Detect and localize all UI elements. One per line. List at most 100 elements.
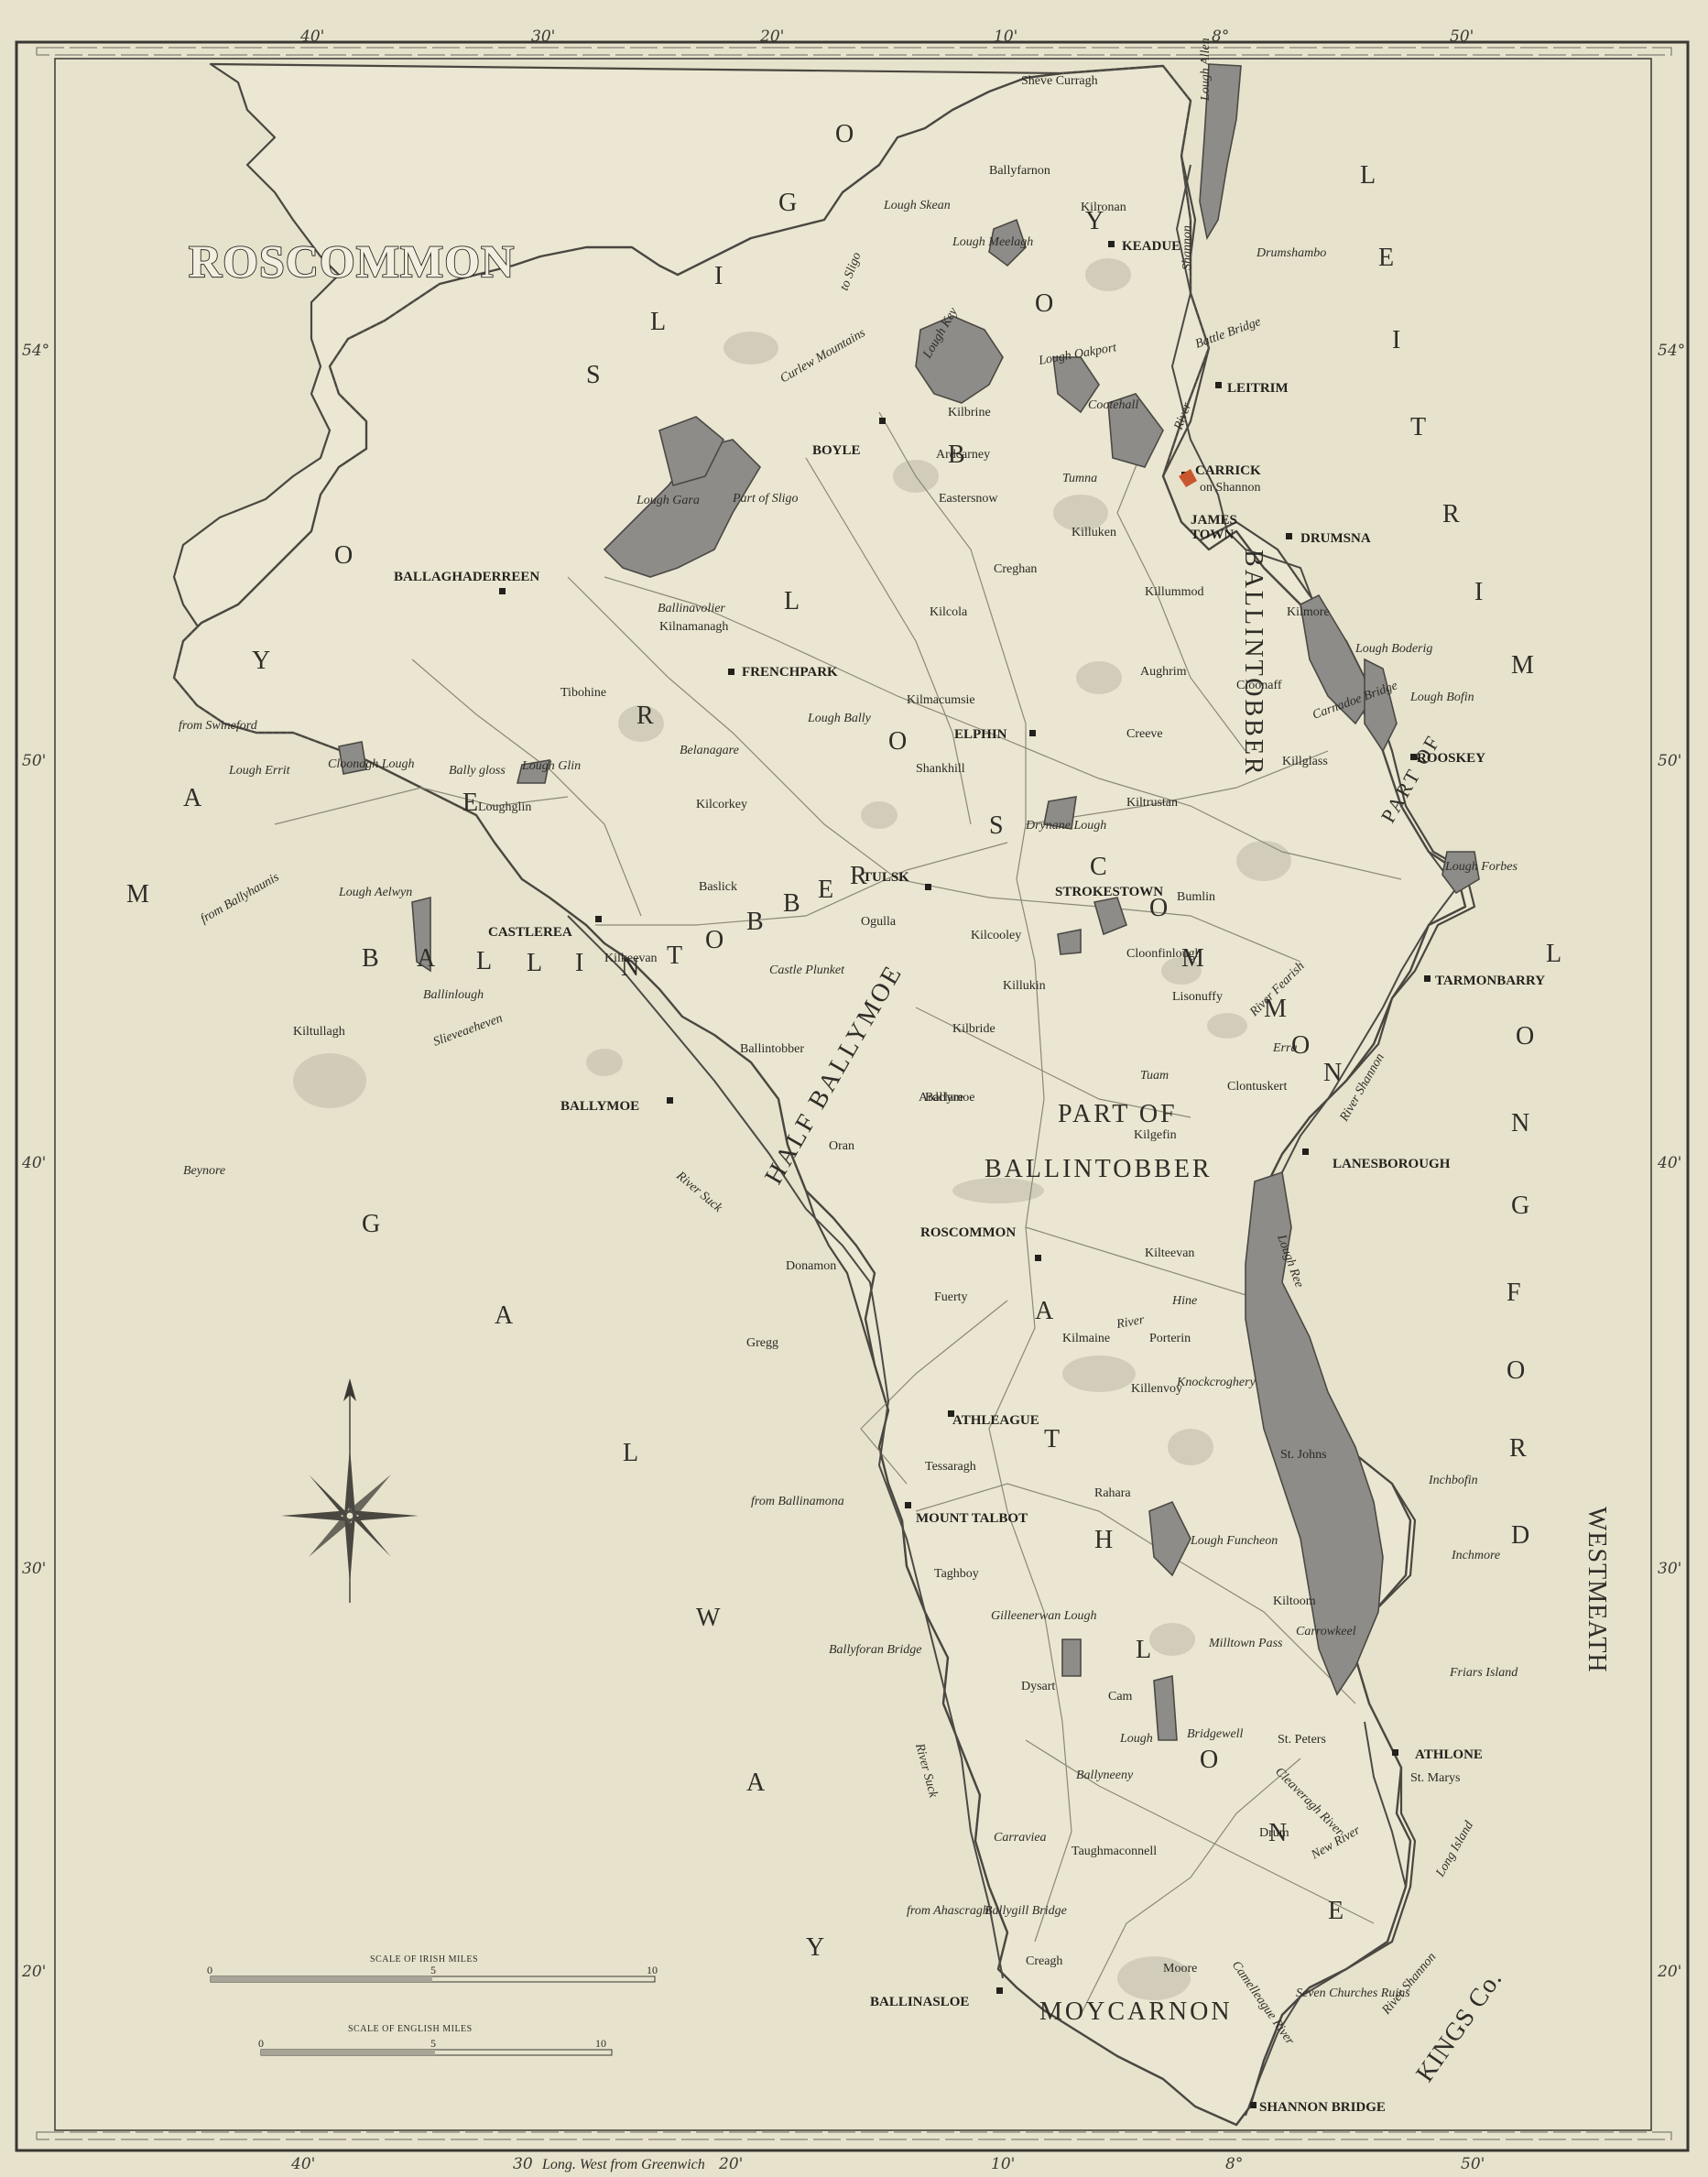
- water-label: Milltown Pass: [1208, 1637, 1283, 1650]
- ros-r-5: O: [1149, 894, 1170, 922]
- bw-8: B: [746, 908, 767, 936]
- parish-label: Kilbrine: [948, 406, 991, 419]
- town-strokestown: STROKESTOWN: [1055, 885, 1163, 899]
- scale-english-10: 10: [595, 2037, 606, 2050]
- water-label: Lough Boderig: [1354, 642, 1432, 656]
- barony-ballintobber-west: B A L L I N T O B B E R: [362, 862, 867, 982]
- leitrim-letter-0: L: [1360, 161, 1376, 190]
- grat-bottom-5: 50': [1461, 2155, 1485, 2173]
- water-label: Knockcroghery: [1176, 1376, 1257, 1389]
- parish-label: Ardclare: [919, 1091, 963, 1105]
- boyle-b-0: B: [948, 441, 968, 469]
- parish-label: Cam: [1108, 1690, 1133, 1704]
- parish-label: Killglass: [1282, 755, 1328, 768]
- road-network: [274, 411, 1402, 2016]
- water-label: Gilleenerwan Lough: [991, 1609, 1097, 1623]
- water-label: Erra: [1272, 1041, 1297, 1055]
- grat-left-1: 50': [22, 752, 46, 770]
- lough-bally: [1043, 796, 1077, 830]
- grat-right-3: 30': [1658, 1560, 1681, 1578]
- lough-aelwyn: [411, 896, 431, 973]
- sligo-letter-2: I: [714, 262, 723, 290]
- town-carrick: CARRICK: [1195, 463, 1261, 478]
- bw-2: L: [476, 947, 495, 975]
- lough-ree: [1245, 1170, 1384, 1696]
- town-tulsk: TULSK: [863, 870, 909, 885]
- parish-label: Clontuskert: [1227, 1080, 1287, 1094]
- parish-label: Killummod: [1145, 585, 1204, 599]
- parish-label: Gregg: [746, 1336, 778, 1350]
- parish-label: Kilbride: [952, 1022, 995, 1036]
- boyle-b-2: Y: [1085, 207, 1106, 235]
- parish-label: Drum: [1259, 1826, 1289, 1840]
- longford-letter-6: R: [1509, 1434, 1528, 1463]
- boyle-b-3: L: [784, 587, 802, 615]
- galway-letter-5: Y: [806, 1933, 825, 1962]
- town-ballinasloe: BALLINASLOE: [870, 1995, 969, 2009]
- grat-bottom-1: 30: [513, 2155, 533, 2173]
- map-title: ROSCOMMON: [189, 235, 515, 287]
- ros-r-6: M: [1181, 944, 1207, 973]
- galway-letter-3: W: [696, 1604, 721, 1632]
- mayo-letter-0: M: [126, 880, 150, 909]
- parish-label: Porterin: [1149, 1332, 1191, 1345]
- parish-label: Kilmore: [1287, 605, 1330, 619]
- water-label: Ballyforan Bridge: [829, 1643, 922, 1657]
- water-label: Lough: [1119, 1732, 1153, 1746]
- lough-glin: [516, 759, 551, 784]
- lough-small-3: [1153, 1674, 1178, 1741]
- water-label: Lough Aelwyn: [338, 886, 412, 899]
- grat-top-5: 50': [1450, 27, 1474, 46]
- parish-label: Creagh: [1026, 1954, 1062, 1968]
- bw-4: I: [575, 949, 586, 977]
- graticule-left: 54° 50' 40' 30' 20': [21, 342, 49, 1981]
- water-label: Lough Gara: [636, 494, 700, 507]
- water-label: Lough Bally: [807, 712, 872, 725]
- parish-label: Taghboy: [934, 1567, 979, 1581]
- boyle-b-4: E: [462, 789, 481, 817]
- parish-label: Donamon: [786, 1259, 836, 1273]
- parish-label: Kiltrustan: [1126, 796, 1178, 810]
- parish-label: Shankhill: [916, 762, 965, 776]
- water-label: Lough Forbes: [1444, 860, 1518, 874]
- grat-top-2: 20': [759, 27, 784, 46]
- graticule-bottom: 40' 30 20' 10' 8° 50': [290, 2155, 1485, 2173]
- water-label: Seven Churches Ruins: [1296, 1987, 1410, 2000]
- parish-label: Kilgefin: [1134, 1128, 1177, 1142]
- water-label: from Ballinamona: [751, 1495, 844, 1508]
- galway-letter-4: A: [746, 1769, 766, 1797]
- label-part-of-sligo: Part of Sligo: [732, 492, 799, 506]
- grat-left-3: 30': [22, 1560, 46, 1578]
- label-mayo: M A Y O: [126, 541, 353, 909]
- water-label: Bridgewell: [1187, 1727, 1244, 1741]
- parish-labels: Sheve CurraghBallyfarnonKilronanKilbrine…: [293, 74, 1460, 1976]
- water-label: Drumshambo: [1256, 246, 1326, 260]
- parish-label: Oran: [829, 1139, 854, 1153]
- water-label: Carraviea: [994, 1831, 1047, 1845]
- barony-boyle: B O Y L E: [462, 207, 1106, 817]
- town-carrick-line2: on Shannon: [1200, 481, 1261, 495]
- leitrim-letter-3: T: [1410, 413, 1427, 441]
- water-label: Castle Plunket: [769, 963, 845, 977]
- town-jamestown-line2: TOWN: [1191, 528, 1234, 542]
- county-shape: [172, 64, 1467, 2127]
- grat-bottom-2: 20': [718, 2155, 743, 2173]
- parish-label: Kilteevan: [1145, 1246, 1194, 1260]
- ath-4: O: [1200, 1746, 1221, 1774]
- ath-5: N: [1268, 1819, 1289, 1847]
- bw-3: L: [527, 949, 545, 977]
- bw-5: N: [621, 953, 642, 982]
- lough-tumna: [1107, 393, 1164, 468]
- town-frenchpark: FRENCHPARK: [742, 665, 838, 680]
- barony-moycarnon: MOYCARNON: [1039, 1997, 1233, 2026]
- ros-r-1: O: [888, 727, 909, 756]
- lough-gara: [603, 439, 762, 578]
- town-rooskey: ROOSKEY: [1417, 751, 1485, 766]
- lough-oakport: [1052, 356, 1100, 414]
- hill-shading: [293, 258, 1291, 2000]
- town-jamestown: JAMES: [1191, 513, 1237, 528]
- parish-label: Kilmacumsie: [907, 693, 975, 707]
- parish-label: St. Marys: [1410, 1771, 1460, 1785]
- water-label: Cootehall: [1088, 398, 1138, 412]
- parish-label: St. Johns: [1280, 1448, 1327, 1462]
